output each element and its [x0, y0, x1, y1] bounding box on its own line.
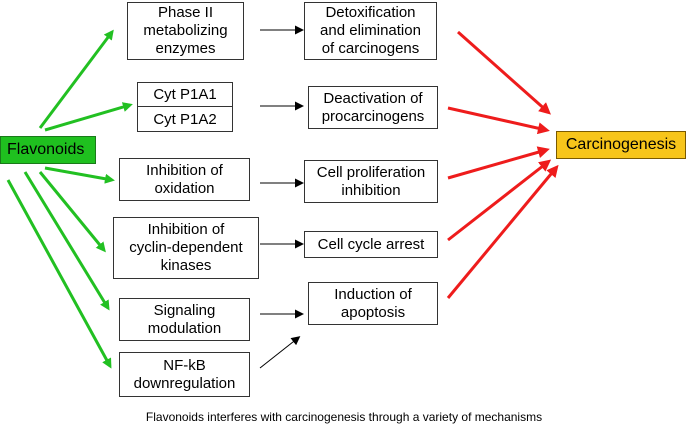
arrow-flavonoids-to-nfkb [6, 179, 112, 369]
inhibition-oxidation-node: Inhibition of oxidation [119, 158, 250, 201]
cyp-node: Cyt P1A1 Cyt P1A2 [137, 82, 233, 132]
arrow-prolif-to-carcinogenesis [447, 146, 550, 180]
cyp1a1-label: Cyt P1A1 [138, 83, 232, 107]
arrow-flavonoids-to-phase2 [38, 29, 114, 129]
arrow-detox-to-carcinogenesis [457, 30, 551, 115]
signaling-modulation-node: Signaling modulation [119, 298, 250, 341]
inhibition-cdk-node: Inhibition of cyclin-dependent kinases [113, 217, 259, 279]
arrow-flavonoids-to-cyp [44, 102, 133, 132]
arrow-flavonoids-to-signaling [23, 171, 110, 311]
cell-cycle-arrest-node: Cell cycle arrest [304, 231, 438, 258]
arrow-flavonoids-to-oxidation [44, 166, 115, 184]
cell-proliferation-node: Cell proliferation inhibition [304, 160, 438, 203]
caption: Flavonoids interferes with carcinogenesi… [145, 410, 543, 424]
detoxification-node: Detoxification and elimination of carcin… [304, 2, 437, 60]
arrow-apoptosis-to-carcinogenesis [446, 164, 559, 299]
phase2-enzymes-node: Phase II metabolizing enzymes [127, 2, 244, 60]
carcinogenesis-node: Carcinogenesis [556, 131, 686, 159]
deactivation-node: Deactivation of procarcinogens [308, 86, 438, 129]
flavonoids-node: Flavonoids [0, 136, 96, 164]
nfkb-downregulation-node: NF-kB downregulation [119, 352, 250, 397]
arrow-deactivation-to-carcinogenesis [447, 106, 550, 135]
apoptosis-node: Induction of apoptosis [308, 282, 438, 325]
arrow-flavonoids-to-cdk [38, 171, 106, 253]
arrow-nfkb-to-apoptosis [259, 336, 301, 369]
cyp1a2-label: Cyt P1A2 [153, 110, 217, 128]
arrow-cellcycle-to-carcinogenesis [447, 159, 552, 242]
